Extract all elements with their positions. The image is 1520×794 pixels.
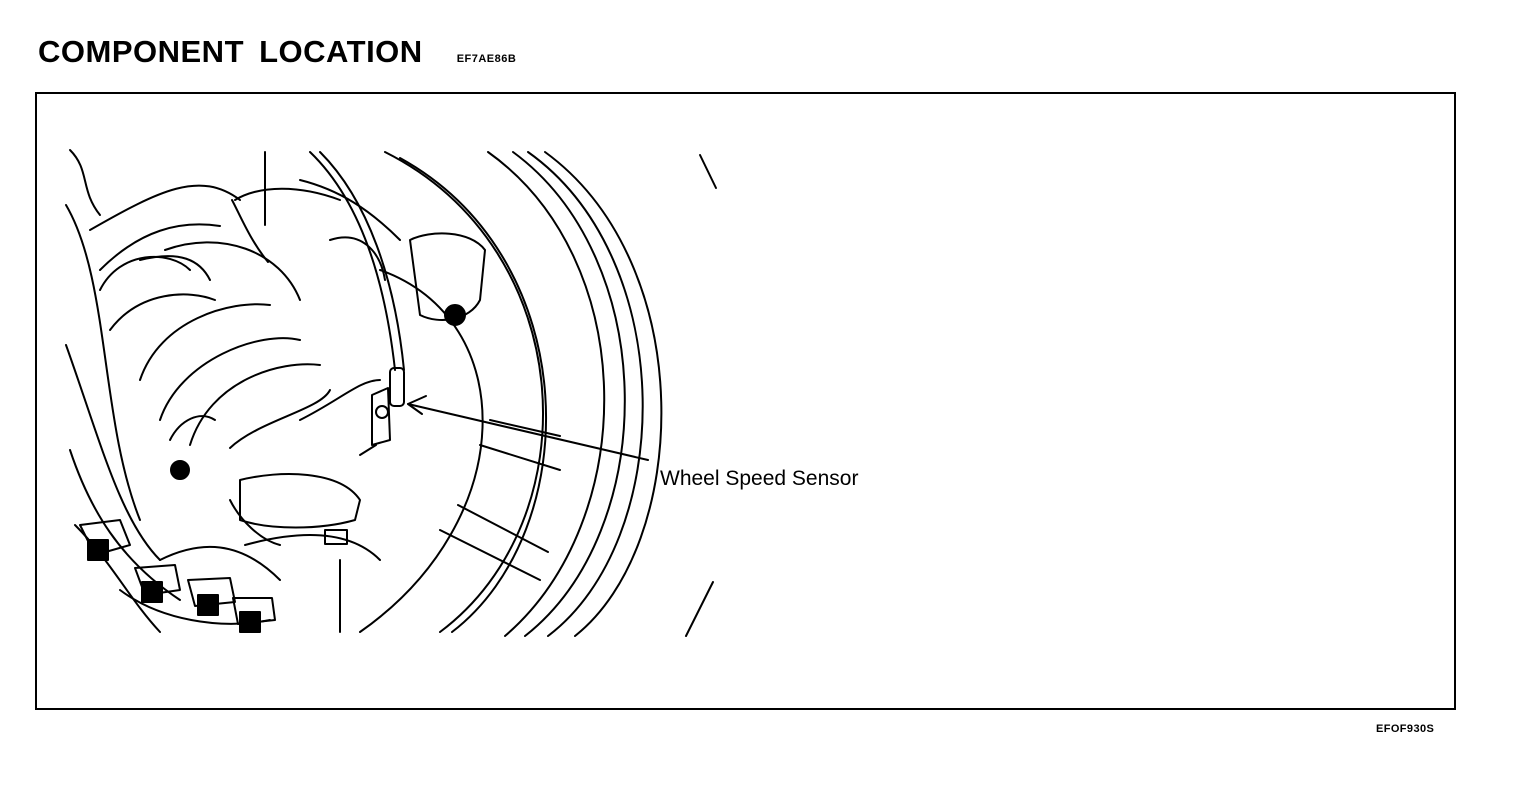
page-header: COMPONENT LOCATION EF7AE86B <box>38 34 516 70</box>
figure-frame <box>35 92 1456 710</box>
page-title: COMPONENT LOCATION <box>38 34 423 69</box>
sensor-cable <box>231 151 405 371</box>
callout-label: Wheel Speed Sensor <box>660 467 859 490</box>
wheel-arcs <box>359 151 663 637</box>
cut-lines <box>685 154 717 637</box>
cv-boot <box>99 241 331 449</box>
figure-id: EFOF930S <box>1376 723 1435 735</box>
bolts <box>87 304 466 633</box>
callout-leader <box>407 395 649 461</box>
wheel-speed-sensor <box>359 367 405 456</box>
steering-knuckle <box>169 179 486 633</box>
section-code: EF7AE86B <box>456 53 517 65</box>
bolt-heads <box>79 519 276 625</box>
